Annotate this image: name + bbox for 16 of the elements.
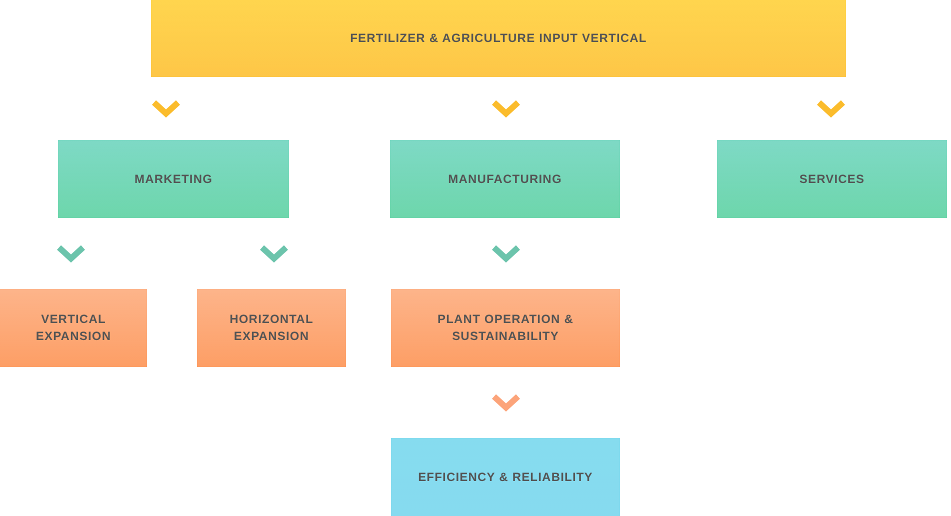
box-label: PLANT OPERATION & SUSTAINABILITY xyxy=(436,311,574,345)
process-box xyxy=(197,289,346,367)
process-box xyxy=(391,438,620,516)
box-label: EFFICIENCY & RELIABILITY xyxy=(418,468,593,486)
process-box xyxy=(391,289,620,367)
box-label: FERTILIZER & AGRICULTURE INPUT VERTICAL xyxy=(350,30,647,47)
box-label: MARKETING xyxy=(134,170,213,188)
box-label: VERTICAL EXPANSION xyxy=(34,311,112,345)
box-label: HORIZONTAL EXPANSION xyxy=(228,311,314,345)
process-box xyxy=(151,0,846,77)
process-box xyxy=(0,289,147,367)
box-label: SERVICES xyxy=(799,170,865,188)
box-label: MANUFACTURING xyxy=(448,170,562,188)
process-box xyxy=(58,140,289,218)
process-box xyxy=(390,140,620,218)
process-box xyxy=(717,140,947,218)
